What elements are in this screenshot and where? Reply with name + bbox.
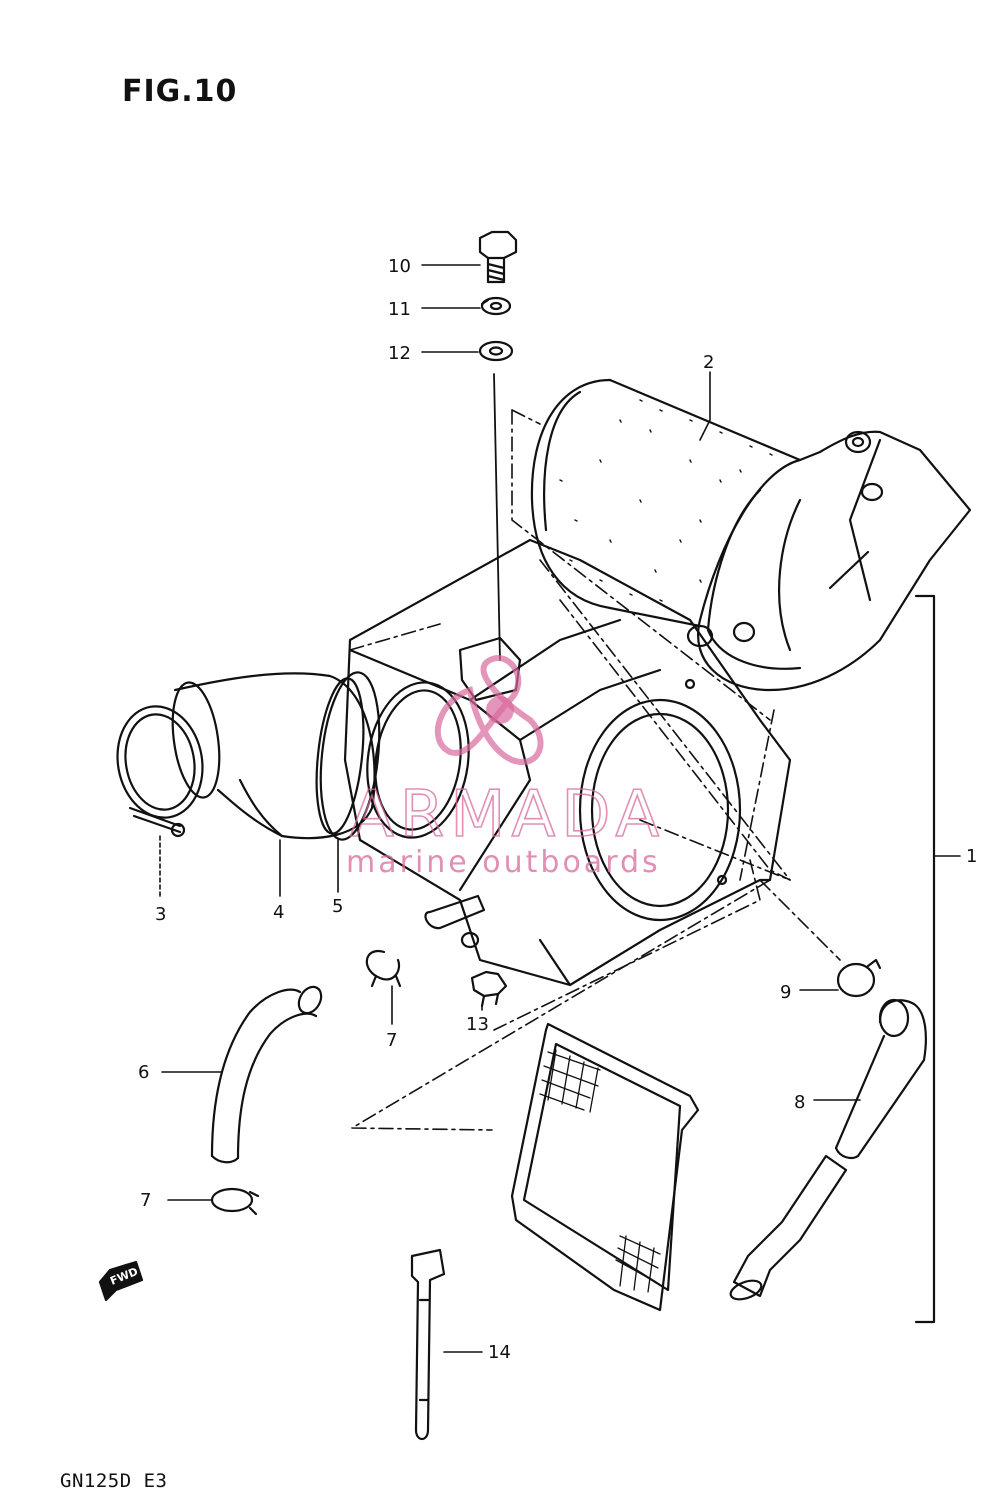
air-filter-element-part-2 xyxy=(530,378,802,628)
clip-part-9 xyxy=(836,958,882,998)
figure-title: FIG.10 xyxy=(122,74,238,109)
callout-2: 2 xyxy=(703,352,714,373)
callout-6: 6 xyxy=(138,1062,149,1083)
bolt-part-10 xyxy=(478,230,518,284)
callout-13: 13 xyxy=(466,1014,489,1035)
drain-hose-part-6 xyxy=(210,985,323,1164)
o-ring-part-5 xyxy=(366,681,470,839)
callout-7-upper: 7 xyxy=(386,1030,397,1051)
callout-10: 10 xyxy=(388,256,411,277)
breather-hose-part-8 xyxy=(729,998,927,1301)
lock-washer-part-11 xyxy=(480,296,512,316)
callout-12: 12 xyxy=(388,343,411,364)
intake-tube-part-4 xyxy=(173,671,381,841)
watermark-brand: ARMADA xyxy=(350,778,665,852)
callout-5: 5 xyxy=(332,896,343,917)
clamp-part-3 xyxy=(116,681,221,838)
callout-8: 8 xyxy=(794,1092,805,1113)
watermark-logo: ARMADA marine outboards xyxy=(346,655,665,880)
callout-1: 1 xyxy=(966,846,977,867)
clip-part-7-lower xyxy=(210,1187,260,1216)
callout-3: 3 xyxy=(155,904,166,925)
air-cleaner-cover xyxy=(686,430,972,692)
model-code: GN125D E3 xyxy=(60,1470,168,1492)
clip-part-7-upper xyxy=(365,949,402,988)
forward-arrow-icon xyxy=(98,1260,144,1302)
explosion-lines xyxy=(349,409,841,1131)
callout-11: 11 xyxy=(388,299,411,320)
callout-9: 9 xyxy=(780,982,791,1003)
air-cleaner-housing xyxy=(343,538,792,987)
watermark-tagline: marine outboards xyxy=(346,845,661,880)
washer-part-12 xyxy=(478,340,514,362)
assembly-bracket-part-1 xyxy=(914,594,936,1324)
callout-4: 4 xyxy=(273,902,284,923)
filter-screen-panel xyxy=(510,1022,700,1312)
screw-part-13 xyxy=(470,970,508,1008)
callout-7-lower: 7 xyxy=(140,1190,151,1211)
strap-part-14 xyxy=(410,1248,446,1441)
callout-14: 14 xyxy=(488,1342,511,1363)
